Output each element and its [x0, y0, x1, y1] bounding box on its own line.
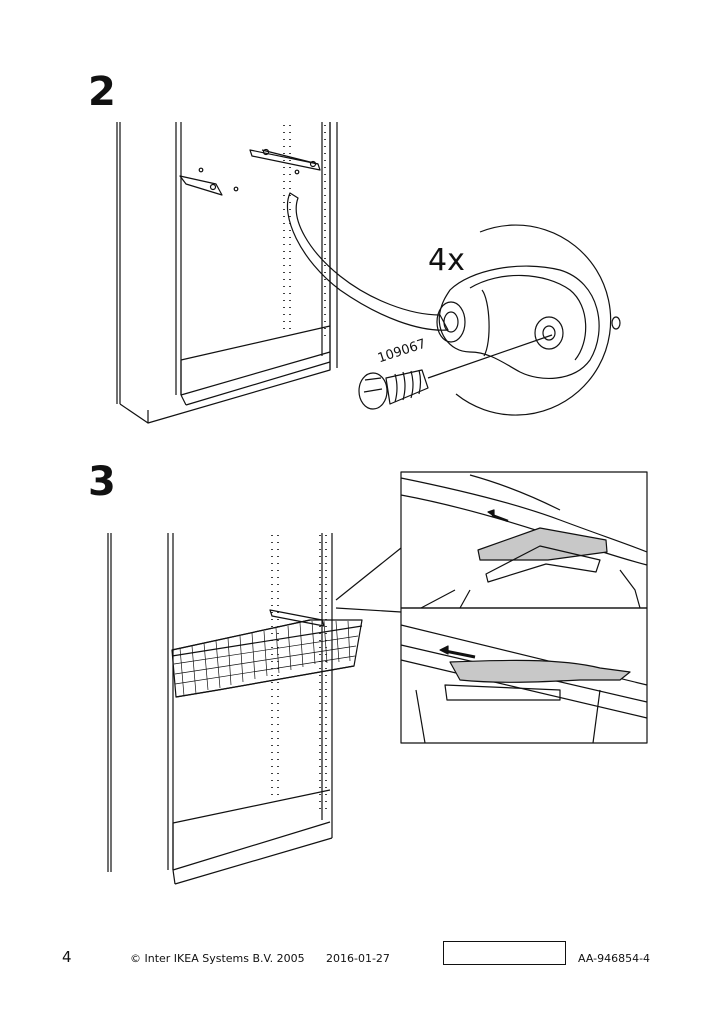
step2-hole-rows — [283, 125, 326, 340]
inset-top-content — [400, 474, 648, 609]
callout-line-bottom — [335, 607, 402, 613]
zoom-circle — [455, 224, 612, 416]
blank-label-box — [443, 941, 566, 965]
quantity-label: 4x — [428, 243, 465, 278]
step2-cabinet-frame — [116, 122, 338, 424]
zoom-leader — [286, 192, 449, 331]
step-3-number: 3 — [88, 459, 116, 505]
copyright-text: © Inter IKEA Systems B.V. 2005 — [130, 952, 305, 965]
step-2-number: 2 — [88, 69, 116, 115]
document-id: AA-946854-4 — [578, 952, 651, 965]
zoom-fitting — [436, 265, 621, 380]
inset-detail-bottom — [400, 607, 648, 744]
inset-bottom-content — [400, 624, 648, 744]
callout-line-top — [335, 547, 402, 601]
step3-cabinet-frame — [107, 533, 333, 885]
document-date: 2016-01-27 — [326, 952, 390, 965]
screw-109067 — [358, 334, 553, 410]
step2-rails — [179, 148, 321, 196]
wire-basket — [171, 609, 363, 698]
page-number: 4 — [62, 948, 72, 966]
